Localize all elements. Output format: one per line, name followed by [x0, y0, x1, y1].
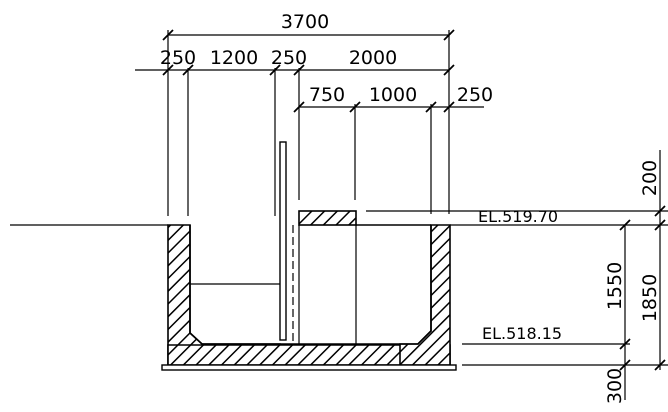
dim-top-offset: 200 [639, 160, 661, 196]
dim-left-chamber: 1200 [210, 47, 258, 69]
lean-base [161, 364, 457, 371]
inner-profile [189, 225, 432, 345]
dim-right-b: 1000 [369, 84, 417, 106]
dim-left-wall: 250 [160, 47, 196, 69]
vertical-ticks [619, 205, 666, 371]
gate-plate [279, 141, 287, 341]
extension-lines [167, 30, 450, 216]
dim-depth-total: 1850 [639, 274, 661, 322]
dim-right-part: 2000 [349, 47, 397, 69]
dim-right-a: 750 [309, 84, 345, 106]
dim-ticks [162, 29, 455, 113]
elevation-bottom: EL.518.15 [482, 324, 562, 343]
dim-overall: 3700 [281, 11, 329, 33]
elevation-top: EL.519.70 [478, 207, 558, 226]
dim-depth-inner: 1550 [604, 262, 626, 310]
vertical-dims [624, 150, 661, 400]
dim-base-thickness: 300 [604, 368, 626, 404]
dim-right-wall: 250 [457, 84, 493, 106]
cover-slab [298, 210, 357, 226]
dim-middle-wall: 250 [271, 47, 307, 69]
